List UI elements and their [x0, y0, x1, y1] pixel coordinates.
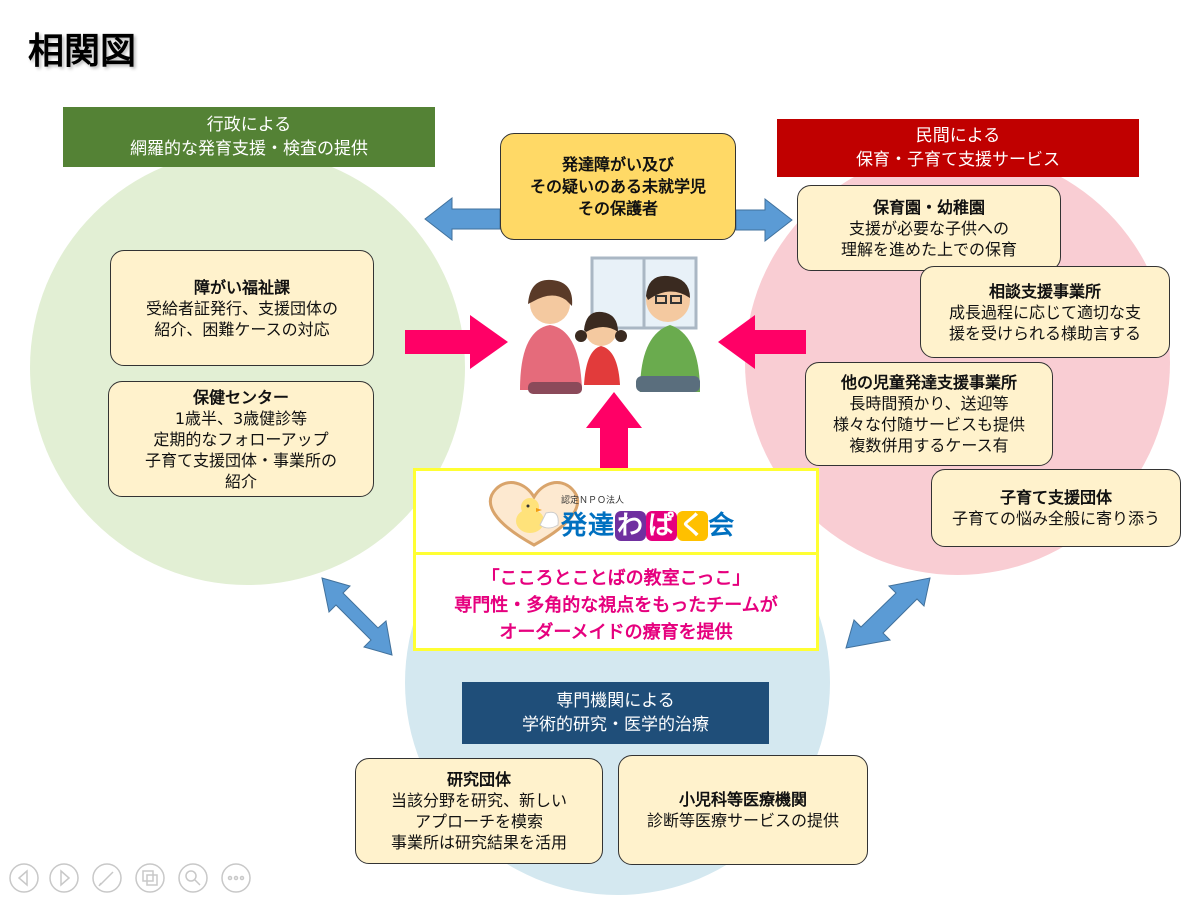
- logo-text: 会: [708, 511, 736, 541]
- government-header: 行政による 網羅的な発育支援・検査の提供: [63, 107, 435, 167]
- slide-title: 相関図: [28, 31, 137, 72]
- organization-description: 「こころとことばの教室こっこ」 専門性・多角的な視点をもったチームが オーダーメ…: [416, 558, 816, 648]
- card-line: 紹介: [224, 471, 257, 491]
- parenting-group-card: 子育て支援団体 子育ての悩み全般に寄り添う: [931, 469, 1181, 547]
- card-line: アプローチを模索: [414, 812, 543, 831]
- card-line: 援を受けられる様助言する: [948, 323, 1141, 343]
- slideshow-controls: [9, 863, 251, 893]
- logo-text: ぱ: [646, 511, 678, 541]
- card-line: 子育て支援団体・事業所の: [144, 450, 337, 470]
- specialist-header: 専門機関による 学術的研究・医学的治療: [462, 682, 769, 744]
- logo-text: く: [677, 511, 709, 541]
- welfare-division-card: 障がい福祉課 受給者証発行、支援団体の 紹介、困難ケースの対応: [110, 250, 374, 366]
- other-support-office-card: 他の児童発達支援事業所 長時間預かり、送迎等 様々な付随サービスも提供 複数併用…: [805, 362, 1053, 466]
- heart-chick-icon: [488, 481, 580, 547]
- arrow-pink-left: [405, 315, 508, 369]
- specialist-header-line2: 学術的研究・医学的治療: [522, 715, 709, 735]
- card-title: 子育て支援団体: [999, 488, 1112, 507]
- card-line: 複数併用するケース有: [849, 436, 1009, 455]
- org-line: 専門性・多角的な視点をもったチームが: [454, 595, 778, 616]
- government-header-line2: 網羅的な発育支援・検査の提供: [130, 139, 368, 159]
- health-center-card: 保健センター 1歳半、3歳健診等 定期的なフォローアップ 子育て支援団体・事業所…: [108, 381, 374, 497]
- org-line: オーダーメイドの療育を提供: [499, 622, 733, 643]
- consultation-office-card: 相談支援事業所 成長過程に応じて適切な支 援を受けられる様助言する: [920, 266, 1170, 358]
- card-line: 理解を進めた上での保育: [840, 239, 1017, 259]
- more-icon[interactable]: [221, 863, 251, 893]
- target-line: その保護者: [577, 198, 658, 218]
- next-icon[interactable]: [49, 863, 79, 893]
- arrow-diag-left: [321, 577, 393, 656]
- card-line: 受給者証発行、支援団体の: [145, 298, 338, 318]
- card-title: 障がい福祉課: [193, 277, 290, 297]
- organization-logo: 認定ＮＰＯ法人 発達わぱく会: [416, 471, 816, 555]
- private-header-line1: 民間による: [915, 126, 1001, 146]
- arrow-left-top: [424, 196, 501, 242]
- research-group-card: 研究団体 当該分野を研究、新しい アプローチを模索 事業所は研究結果を活用: [355, 758, 603, 864]
- target-line: 発達障がい及び: [561, 154, 674, 174]
- arrow-diag-right: [845, 577, 931, 649]
- logo-text: わ: [615, 511, 647, 541]
- private-header: 民間による 保育・子育て支援サービス: [777, 119, 1139, 177]
- card-title: 相談支援事業所: [988, 281, 1101, 301]
- arrow-pink-right: [718, 315, 806, 369]
- card-line: 定期的なフォローアップ: [153, 429, 329, 449]
- card-line: 長時間預かり、送迎等: [849, 394, 1009, 413]
- org-line: 「こころとことばの教室こっこ」: [481, 568, 751, 589]
- arrow-pink-up: [586, 392, 642, 468]
- organization-logo-caption: 認定ＮＰＯ法人: [561, 496, 625, 506]
- nursery-card: 保育園・幼稚園 支援が必要な子供への 理解を進めた上での保育: [797, 185, 1061, 271]
- government-header-line1: 行政による: [206, 115, 292, 135]
- pen-icon[interactable]: [92, 863, 122, 893]
- government-circle: [30, 150, 465, 585]
- medical-institution-card: 小児科等医療機関 診断等医療サービスの提供: [618, 755, 868, 865]
- zoom-icon[interactable]: [178, 863, 208, 893]
- private-header-line2: 保育・子育て支援サービス: [856, 150, 1060, 170]
- family-illustration: [520, 256, 700, 394]
- card-title: 保健センター: [192, 387, 289, 407]
- prev-icon[interactable]: [9, 863, 39, 893]
- card-line: 当該分野を研究、新しい: [390, 791, 567, 810]
- target-children-box: 発達障がい及び その疑いのある未就学児 その保護者: [500, 133, 736, 240]
- card-title: 小児科等医療機関: [678, 790, 807, 809]
- card-line: 子育ての悩み全般に寄り添う: [951, 509, 1160, 528]
- organization-name: 発達わぱく会: [561, 505, 735, 542]
- target-line: その疑いのある未就学児: [529, 176, 706, 196]
- card-title: 研究団体: [446, 770, 511, 789]
- organization-box: 認定ＮＰＯ法人 発達わぱく会 「こころとことばの教室こっこ」 専門性・多角的な視…: [413, 468, 819, 651]
- logo-text: 発達: [561, 511, 616, 541]
- specialist-header-line1: 専門機関による: [556, 691, 675, 711]
- card-line: 支援が必要な子供への: [848, 218, 1009, 238]
- card-line: 事業所は研究結果を活用: [390, 833, 567, 852]
- card-line: 診断等医療サービスの提供: [646, 811, 839, 830]
- card-title: 保育園・幼稚園: [872, 197, 985, 217]
- arrow-right-top: [735, 197, 793, 243]
- slides-icon[interactable]: [135, 863, 165, 893]
- card-line: 成長過程に応じて適切な支: [948, 302, 1141, 322]
- card-line: 1歳半、3歳健診等: [174, 408, 308, 428]
- card-line: 紹介、困難ケースの対応: [154, 319, 330, 339]
- card-line: 様々な付随サービスも提供: [832, 415, 1025, 434]
- card-title: 他の児童発達支援事業所: [840, 373, 1017, 392]
